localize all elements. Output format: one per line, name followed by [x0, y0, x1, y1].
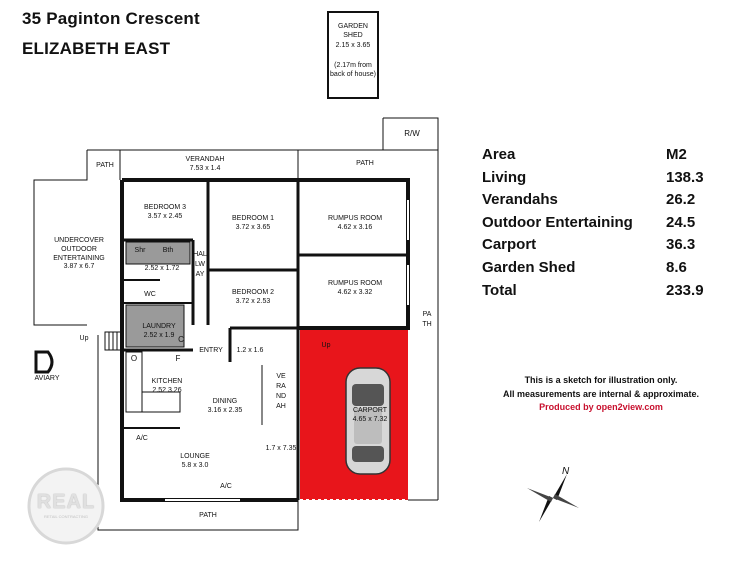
row-value: 8.6 [666, 258, 687, 276]
lounge-dims: 5.8 x 3.0 [181, 462, 209, 469]
rumpus1-label: RUMPUS ROOM [327, 215, 383, 222]
bath-label: Bth [162, 247, 174, 254]
row-value: 24.5 [666, 213, 696, 231]
verandah-top-dims: 7.53 x 1.4 [189, 165, 221, 172]
up-label-left: Up [79, 335, 89, 342]
bathroom-area [125, 241, 191, 265]
path-top-right: PATH [356, 160, 374, 167]
compass-icon [527, 474, 579, 522]
rumpus1-dims: 4.62 x 3.16 [337, 224, 373, 231]
undercover-dims: 3.87 x 6.7 [63, 263, 95, 270]
entry-dims: 1.2 x 1.6 [236, 347, 264, 354]
row-value: 26.2 [666, 191, 696, 209]
logo-circle [27, 467, 105, 545]
up-label-right: Up [321, 342, 331, 349]
bedroom1-label: BEDROOM 1 [231, 215, 274, 222]
path-bottom: PATH [199, 512, 217, 519]
ac-label-2: A/C [220, 483, 232, 490]
carport-dims: 4.65 x 7.32 [352, 416, 388, 423]
row-label: Carport [482, 236, 537, 254]
fridge-label: F [175, 354, 181, 363]
address-line-2: ELIZABETH EAST [22, 39, 171, 58]
hallway-label: HALLWAY [193, 251, 207, 278]
producer-credit: Produced by open2view.com [539, 402, 663, 412]
verandah-side-dims: 1.7 x 7.35 [265, 445, 297, 452]
row-value: 138.3 [666, 168, 704, 186]
table-row: Total 233.9 [482, 280, 712, 303]
laundry-area [125, 304, 185, 348]
oven-label: O [130, 354, 138, 363]
rumpus2-dims: 4.62 x 3.32 [337, 289, 373, 296]
bedroom2-label: BEDROOM 2 [231, 289, 274, 296]
kitchen-label: KITCHEN [151, 378, 183, 385]
logo-text: REAL [36, 491, 96, 513]
bedroom1-dims: 3.72 x 3.65 [235, 224, 271, 231]
bedroom2-dims: 3.72 x 2.53 [235, 298, 271, 305]
entry-label: ENTRY [199, 347, 223, 354]
area-header-label: Area [482, 146, 516, 163]
path-right: PATH [422, 311, 432, 328]
laundry-dims: 2.52 x 1.9 [143, 332, 175, 339]
compass-north-label: N [562, 466, 570, 477]
row-label: Living [482, 168, 527, 186]
steps-left [104, 331, 123, 351]
rumpus2-label: RUMPUS ROOM [327, 280, 383, 287]
shed-note: (2.17m from back of house) [330, 62, 376, 78]
shed-dims: 2.15 x 3.65 [335, 42, 371, 49]
table-row: Living 138.3 [482, 167, 712, 190]
row-label: Outdoor Entertaining [482, 213, 633, 231]
area-header-value: M2 [666, 146, 687, 163]
undercover-label: UNDERCOVER OUTDOOR ENTERTAINING [53, 237, 105, 262]
area-table: Area M2 Living 138.3 Verandahs 26.2 Outd… [482, 144, 712, 302]
bedroom3-dims: 3.57 x 2.45 [147, 213, 183, 220]
rw-label: R/W [404, 129, 420, 138]
laundry-label: LAUNDRY [142, 323, 176, 330]
dining-dims: 3.16 x 2.35 [207, 407, 243, 414]
bath-dims: 2.52 x 1.72 [144, 265, 180, 272]
row-label: Total [482, 281, 517, 299]
bedroom3-label: BEDROOM 3 [143, 204, 186, 211]
table-row: Garden Shed 8.6 [482, 257, 712, 280]
carport-label: CARPORT [352, 407, 388, 414]
row-value: 233.9 [666, 281, 704, 299]
logo-subtext: RETAIL CONTRACTING [43, 514, 88, 519]
disclaimer-line-1: This is a sketch for illustration only. [524, 375, 678, 385]
verandah-top: VERANDAH [185, 156, 225, 163]
verandah-side-label: VERANDAH [275, 373, 287, 410]
lounge-label: LOUNGE [180, 453, 210, 460]
row-label: Garden Shed [482, 258, 576, 276]
wc-label: WC [144, 291, 156, 298]
aviary-outline [34, 350, 54, 374]
car-icon [345, 367, 391, 475]
shower-label: Shr [134, 247, 146, 254]
shed-name: GARDEN SHED [338, 23, 368, 39]
address-line-1: 35 Paginton Crescent [22, 9, 200, 28]
kitchen-dims: 2.52 3.26 [152, 387, 182, 394]
area-table-header: Area M2 [482, 144, 712, 167]
path-top-left: PATH [96, 162, 114, 169]
ac-label-1: A/C [136, 435, 148, 442]
disclaimer-line-2: All measurements are internal & approxim… [502, 389, 700, 399]
table-row: Outdoor Entertaining 24.5 [482, 212, 712, 235]
aviary-label: AVIARY [34, 375, 60, 382]
table-row: Verandahs 26.2 [482, 189, 712, 212]
garden-shed-outline [327, 11, 379, 99]
table-row: Carport 36.3 [482, 234, 712, 257]
row-label: Verandahs [482, 191, 558, 209]
dining-label: DINING [212, 398, 238, 405]
cupboard-label: C [178, 335, 184, 344]
row-value: 36.3 [666, 236, 696, 254]
